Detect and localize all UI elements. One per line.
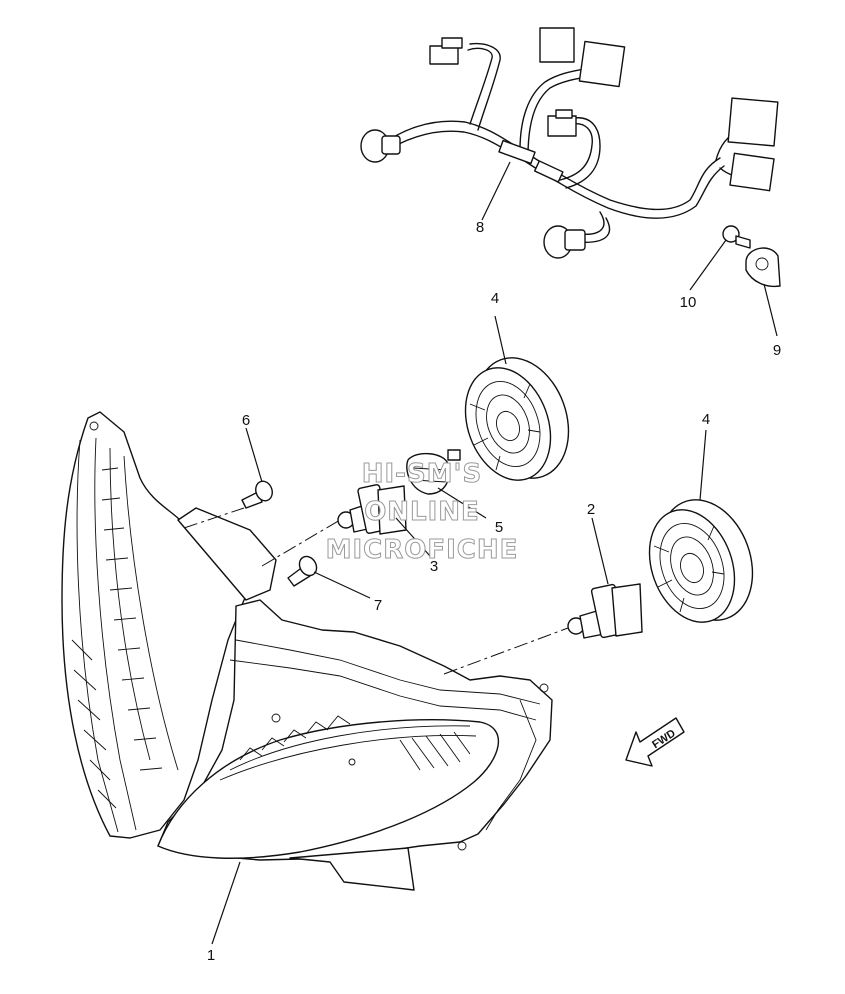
harness-socket-left	[360, 129, 401, 163]
socket-cover-lower	[648, 499, 754, 623]
bulb-2	[567, 583, 643, 639]
wiring-harness	[360, 27, 779, 259]
callout-4-upper: 4	[491, 290, 499, 307]
fwd-direction-arrow: FWD	[625, 717, 685, 767]
centerline-screw6	[183, 507, 245, 529]
screw-7	[287, 555, 318, 587]
leader-lines	[211, 161, 778, 945]
clamp-9	[745, 247, 781, 288]
watermark-line-2: ONLINE	[364, 497, 480, 527]
callout-1: 1	[207, 947, 215, 964]
harness-connector-a	[429, 45, 459, 65]
harness-connector-b	[539, 27, 575, 63]
callout-6: 6	[242, 412, 250, 429]
centerline-lower	[443, 627, 569, 675]
watermark-line-3: MICROFICHE	[326, 535, 519, 565]
callout-2: 2	[587, 501, 595, 518]
screw-10	[722, 225, 751, 249]
bulb-3	[337, 484, 407, 535]
watermark-line-1: HI-SM'S	[362, 459, 483, 489]
callout-7: 7	[374, 597, 382, 614]
harness-socket-right	[543, 225, 586, 259]
headlight-assembly	[61, 411, 553, 891]
callout-9: 9	[773, 342, 781, 359]
callout-4-lower: 4	[702, 411, 710, 428]
harness-connector-c	[547, 115, 577, 137]
screw-6	[241, 480, 273, 509]
bulb-socket-5	[406, 449, 461, 495]
callout-5: 5	[495, 519, 503, 536]
centerline-upper	[261, 519, 341, 567]
callout-8: 8	[476, 219, 484, 236]
harness-connector-d	[727, 97, 779, 147]
callout-3: 3	[430, 558, 438, 575]
socket-cover-upper	[464, 357, 570, 481]
callout-10: 10	[680, 294, 697, 311]
watermark: HI-SM'S ONLINE MICROFICHE	[325, 459, 519, 566]
